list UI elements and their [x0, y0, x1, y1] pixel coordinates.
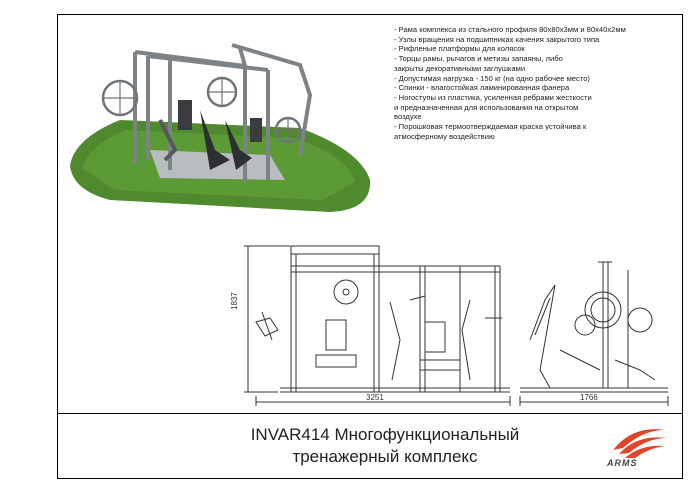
- spec-line: закрыты декоративными заглушками: [394, 63, 526, 73]
- spec-line: и предназначенная для использования на о…: [394, 102, 579, 112]
- spec-line: атмосферному воздействию: [394, 131, 495, 141]
- title-divider: [57, 413, 683, 414]
- dimension-width: 3251: [366, 393, 384, 402]
- spec-line: - Рама комплекса из стального профиля 80…: [394, 25, 626, 34]
- spec-line: - Торцы рамы, рычагов и метизы запаяны, …: [394, 54, 563, 64]
- front-elevation: [244, 245, 511, 406]
- spec-line: - Допустимая нагрузка - 150 кг (на одно …: [394, 73, 590, 83]
- spec-list: - Рама комплекса из стального профиля 80…: [394, 25, 684, 141]
- spec-line: - Рифленые платформы для колясок: [394, 44, 525, 54]
- spec-line: - Спинки - влагостойкая ламинированная ф…: [394, 83, 570, 93]
- render-3d: [70, 43, 371, 212]
- dimension-height: 1837: [230, 292, 239, 310]
- spec-line: - Ногоступы из пластика, усиленная ребра…: [394, 92, 592, 102]
- page-frame: [57, 14, 683, 479]
- arms-logo-icon: [613, 429, 667, 458]
- logo-text: ARMS: [607, 458, 638, 468]
- product-title: INVAR414 Многофункциональный тренажерный…: [150, 424, 620, 468]
- spec-line: - Порошковая термоотверждаемая краска ус…: [394, 122, 587, 132]
- spec-line: воздухе: [394, 112, 422, 122]
- dimension-depth: 1766: [580, 393, 598, 402]
- spec-line: - Узлы вращения на подшипниках качения з…: [394, 34, 600, 44]
- title-line-2: тренажерный комплекс: [292, 447, 478, 466]
- title-line-1: INVAR414 Многофункциональный: [250, 425, 520, 444]
- side-elevation: [519, 261, 669, 406]
